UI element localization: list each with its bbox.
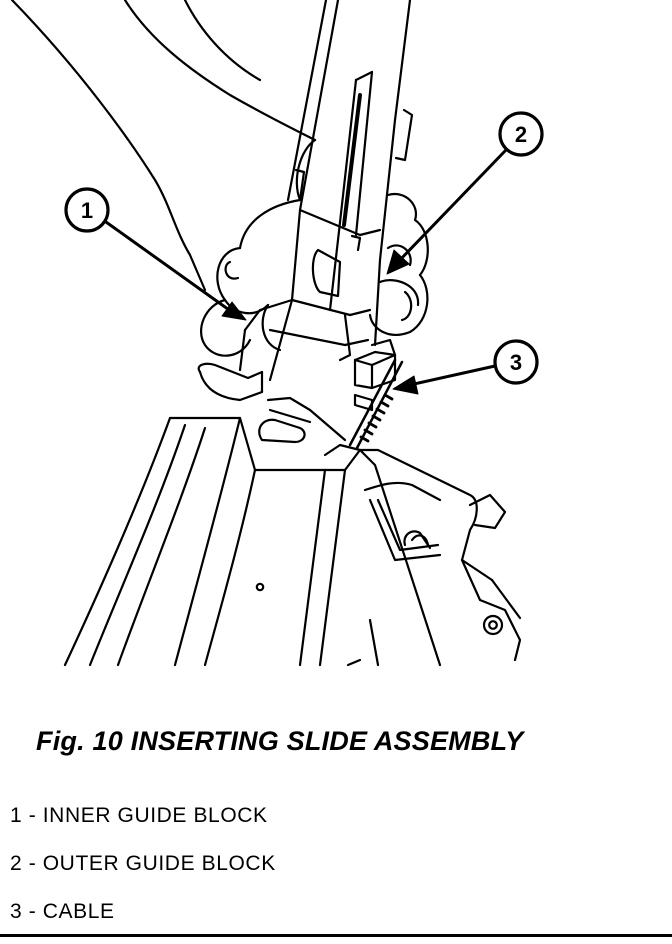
callout-3 [392,339,539,395]
screw [482,614,504,636]
legend-item-1: 1 - INNER GUIDE BLOCK [10,804,268,827]
callout-2 [386,111,544,275]
callout-legend: 1 - INNER GUIDE BLOCK 2 - OUTER GUIDE BL… [10,800,276,944]
slide-assembly [243,0,414,382]
bottom-rule [0,934,672,937]
screw-hole [255,582,265,592]
figure-caption: Fig. 10 INSERTING SLIDE ASSEMBLY [36,726,524,756]
callout-1-number: 1 [81,198,93,223]
base-track [63,396,522,667]
inner-guide-block [197,328,264,402]
legend-item-2: 2 - OUTER GUIDE BLOCK [10,852,276,875]
outer-guide-block [353,338,397,412]
slide-assembly-illustration: 1 2 3 [10,0,544,667]
cable [348,358,404,450]
callout-2-number: 2 [515,122,527,147]
callout-1 [64,187,247,321]
legend-item-3: 3 - CABLE [10,900,115,923]
callout-3-number: 3 [510,350,522,375]
